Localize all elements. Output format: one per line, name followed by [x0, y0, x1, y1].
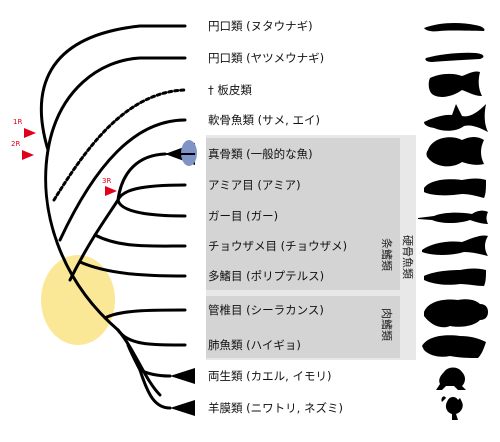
- tree-branches: [40, 24, 187, 410]
- branch-lamprey: [46, 56, 187, 152]
- marker-2r-arrow: [22, 150, 34, 160]
- branch-hagfish: [40, 24, 187, 152]
- group-label-osteichthyes: 硬骨魚類: [401, 235, 414, 279]
- marker-1r-arrow: [24, 128, 36, 138]
- actinopterygii-box: [206, 138, 400, 290]
- taxon-label-gar: ガー目 (ガー): [208, 209, 278, 223]
- bowfin-silhouette: [424, 178, 486, 198]
- branch-sturgeon: [93, 233, 187, 248]
- sturgeon-silhouette: [422, 235, 488, 256]
- branch-tetra-base: [126, 343, 142, 372]
- amphibia-triangle: [170, 368, 195, 384]
- branch-coelacanth: [103, 308, 187, 320]
- amniota-triangle: [170, 400, 195, 416]
- taxon-label-lamprey: 円口類 (ヤツメウナギ): [208, 51, 324, 65]
- rooster-silhouette: [441, 396, 463, 420]
- animal-silhouettes: [418, 23, 488, 420]
- coelacanth-silhouette: [424, 299, 488, 328]
- marker-2r-label: 2R: [11, 140, 20, 148]
- branch-stem: [44, 148, 120, 332]
- taxon-label-lungfish: 肺魚類 (ハイギョ): [208, 338, 301, 352]
- branch-teleost: [116, 152, 167, 202]
- lungfish-silhouette: [422, 335, 486, 358]
- taxon-label-amphibia: 両生類 (カエル, イモリ): [208, 369, 331, 383]
- taxon-label-amia: アミア目 (アミア): [208, 178, 301, 192]
- branch-amia: [116, 183, 187, 202]
- placoderm-silhouette: [428, 71, 482, 97]
- group-label-sarcopterygii: 肉鰭類: [380, 308, 393, 341]
- branch-amphibia: [138, 368, 172, 378]
- taxon-label-amniota: 羊膜類 (ニワトリ, ネズミ): [208, 401, 343, 415]
- taxon-label-coelacanth: 管椎目 (シーラカンス): [208, 303, 324, 317]
- taxon-label-placoderm: † 板皮類: [208, 83, 252, 97]
- taxon-label-chondrichthyes: 軟骨魚類 (サメ, エイ): [208, 113, 320, 127]
- branch-sarco-stem: [116, 328, 162, 397]
- bony-fish-origin-highlight: [41, 255, 115, 345]
- taxon-labels: 円口類 (ヌタウナギ) 円口類 (ヤツメウナギ) † 板皮類 軟骨魚類 (サメ,…: [208, 19, 347, 415]
- branch-gar: [116, 198, 187, 218]
- gar-silhouette: [418, 210, 488, 224]
- taxon-label-sturgeon: チョウザメ目 (チョウザメ): [208, 239, 347, 253]
- branch-placoderm: [52, 88, 187, 202]
- branch-amniota: [138, 368, 172, 410]
- taxon-label-polypterus: 多鰭目 (ポリプテルス): [208, 269, 324, 283]
- eel-silhouette: [424, 23, 485, 32]
- frog-silhouette: [436, 367, 466, 390]
- shark-silhouette: [424, 104, 488, 132]
- taxon-label-teleost: 真骨類 (一般的な魚): [208, 147, 313, 161]
- duplication-markers: 1R 2R 3R: [11, 118, 117, 196]
- marker-1r-label: 1R: [13, 118, 22, 126]
- lamprey-silhouette: [425, 52, 484, 62]
- marker-3r-label: 3R: [102, 177, 111, 185]
- sarcopterygii-box: [206, 296, 400, 358]
- branch-lungfish: [116, 328, 187, 347]
- marker-3r-arrow: [105, 186, 117, 196]
- branch-polypterus: [78, 260, 187, 278]
- cichlid-silhouette: [426, 137, 484, 167]
- taxon-label-hagfish: 円口類 (ヌタウナギ): [208, 19, 313, 33]
- group-label-actinopterygii: 条鰭類: [380, 238, 394, 271]
- bichir-silhouette: [424, 268, 486, 286]
- branch-actino-stem: [68, 198, 120, 282]
- branch-chondrichthyes: [58, 118, 187, 242]
